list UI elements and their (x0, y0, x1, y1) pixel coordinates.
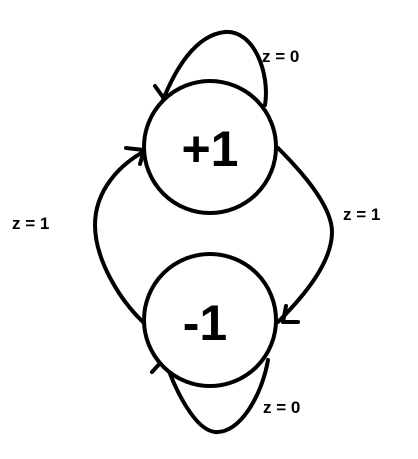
edge-label-left: z = 1 (12, 214, 49, 233)
arrowhead-right (281, 304, 300, 324)
state-node-top (142, 79, 278, 215)
edge-label-right: z = 1 (343, 205, 380, 224)
transition-edge-left (93, 150, 145, 324)
state-node-bottom (142, 252, 278, 388)
transition-edge-right (276, 146, 334, 324)
self-loop-bottom (163, 358, 270, 435)
edge-label-top-loop: z = 0 (262, 47, 299, 66)
self-loop-top (161, 29, 268, 107)
state-label-top: +1 (181, 121, 238, 177)
state-label-bottom: -1 (183, 295, 227, 351)
edge-label-bottom-loop: z = 0 (263, 398, 300, 417)
